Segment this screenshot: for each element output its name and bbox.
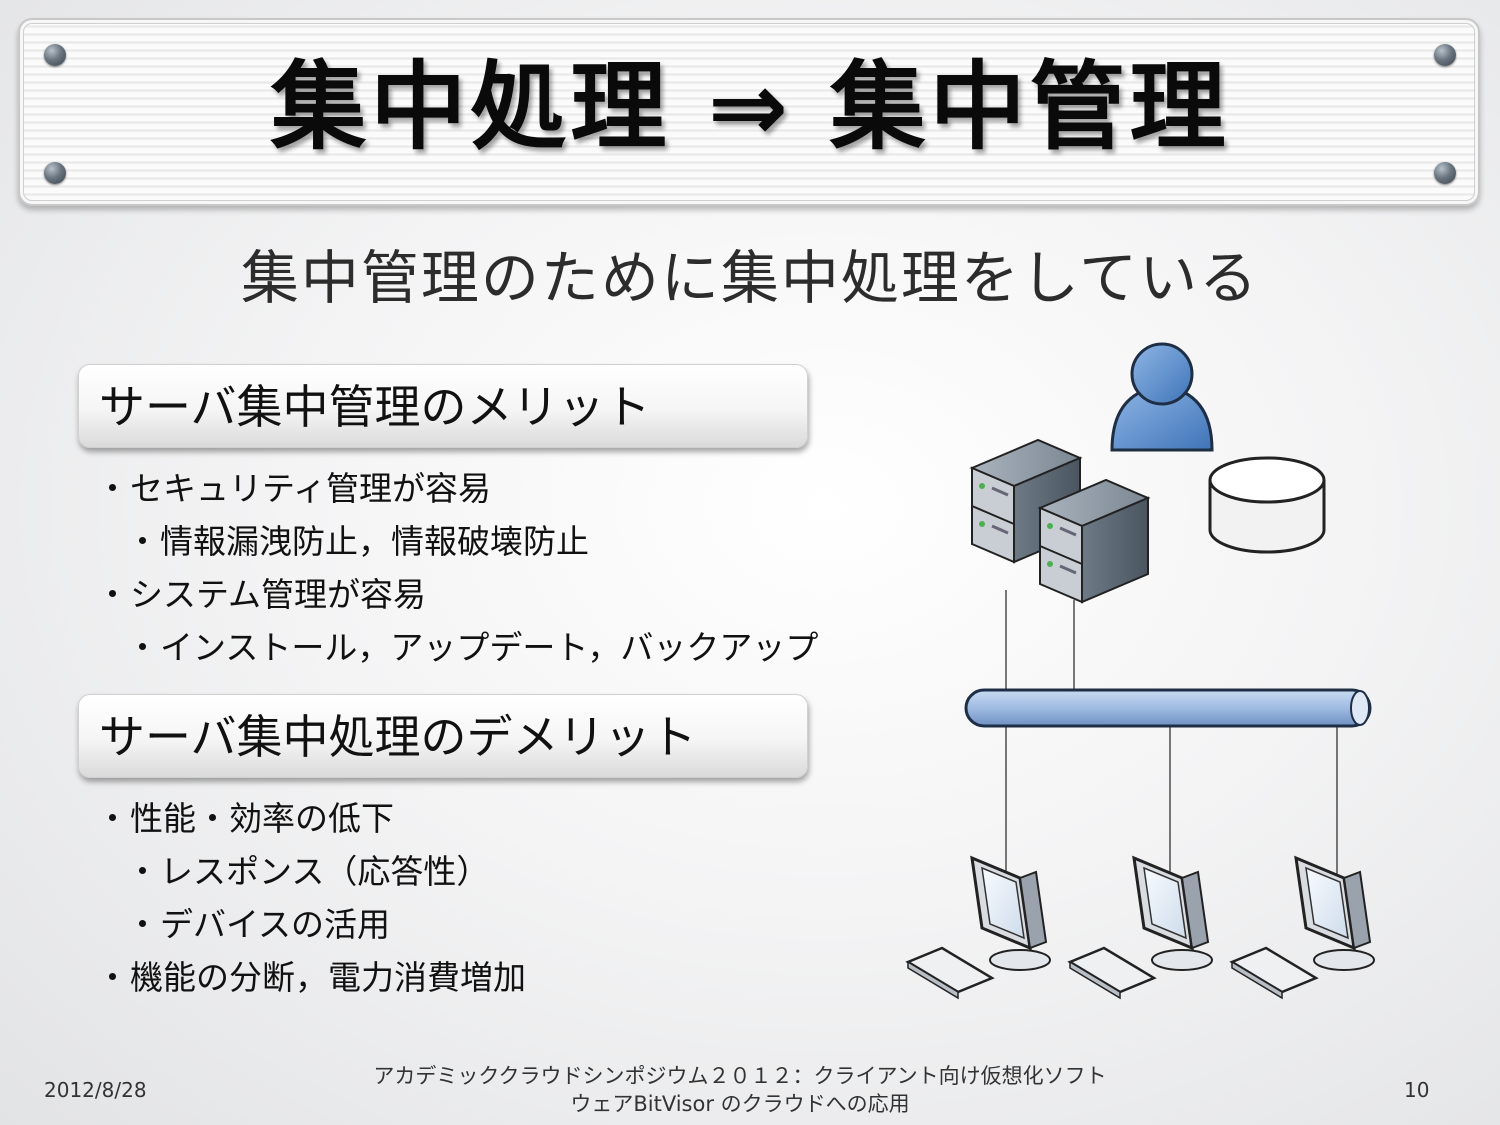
bullet-text: セキュリティ管理が容易: [130, 469, 492, 508]
demerits-heading-box: サーバ集中処理のデメリット: [78, 694, 808, 778]
merits-heading-box: サーバ集中管理のメリット: [78, 364, 808, 448]
client-workstation-1: [905, 855, 1051, 1000]
bullet-text: 情報漏洩防止，情報破壊防止: [160, 522, 589, 561]
bullet-item: ・システム管理が容易: [96, 568, 818, 621]
client-workstation-2: [1067, 855, 1213, 1000]
bullet-item: ・インストール，アップデート，バックアップ: [96, 621, 818, 674]
bullet-dot: ・: [96, 575, 129, 614]
bullet-text: 機能の分断，電力消費増加: [130, 958, 526, 997]
client-workstation-3: [1229, 855, 1375, 1000]
bullet-item: ・セキュリティ管理が容易: [96, 462, 818, 515]
bullet-text: デバイスの活用: [160, 905, 391, 944]
connection-lines: [1005, 590, 1338, 890]
page-number: 10: [1404, 1078, 1430, 1102]
bullet-dot: ・: [126, 522, 159, 561]
user-icon: [1110, 342, 1214, 452]
bullet-dot: ・: [126, 905, 159, 944]
title-bar: [18, 18, 1480, 206]
slide-subtitle: 集中管理のために集中処理をしている: [240, 244, 1260, 312]
footer-title-line2: ウェアBitVisor のクラウドへの応用: [570, 1092, 910, 1116]
rivet-top-right: [1434, 44, 1456, 66]
monitor-icon: [970, 855, 1051, 971]
rivet-bottom-left: [44, 162, 66, 184]
network-diagram: [905, 342, 1375, 1000]
bullet-dot: ・: [126, 852, 159, 891]
demerits-list: ・性能・効率の低下・レスポンス（応答性）・デバイスの活用・機能の分断，電力消費増…: [96, 792, 526, 1004]
bullet-text: 性能・効率の低下: [130, 799, 394, 838]
demerits-heading: サーバ集中処理のデメリット: [99, 710, 697, 764]
bullet-item: ・機能の分断，電力消費増加: [96, 951, 526, 1004]
merits-heading: サーバ集中管理のメリット: [99, 380, 651, 434]
bullet-item: ・レスポンス（応答性）: [96, 845, 526, 898]
footer-title-line1: アカデミッククラウドシンポジウム２０１２：クライアント向け仮想化ソフト: [373, 1064, 1107, 1088]
bullet-dot: ・: [126, 628, 159, 667]
keyboard-icon: [905, 946, 995, 1000]
network-bus-icon: [964, 688, 1372, 728]
keyboard-icon: [1067, 946, 1157, 1000]
bullet-dot: ・: [96, 799, 129, 838]
footer-date: 2012/8/28: [44, 1078, 147, 1102]
bullet-item: ・情報漏洩防止，情報破壊防止: [96, 515, 818, 568]
server-icon: [969, 438, 1151, 604]
monitor-icon: [1132, 855, 1213, 971]
bullet-dot: ・: [96, 958, 129, 997]
server-rack-2: [1037, 478, 1151, 604]
keyboard-icon: [1229, 946, 1319, 1000]
bullet-text: システム管理が容易: [130, 575, 427, 614]
bullet-item: ・デバイスの活用: [96, 898, 526, 951]
merits-list: ・セキュリティ管理が容易・情報漏洩防止，情報破壊防止・システム管理が容易・インス…: [96, 462, 818, 674]
monitor-icon: [1294, 855, 1375, 971]
rivet-bottom-right: [1434, 162, 1456, 184]
bullet-text: レスポンス（応答性）: [160, 852, 490, 891]
bullet-item: ・性能・効率の低下: [96, 792, 526, 845]
bullet-text: インストール，アップデート，バックアップ: [160, 628, 819, 667]
database-icon: [1208, 456, 1326, 554]
rivet-top-left: [44, 44, 66, 66]
footer-title: アカデミッククラウドシンポジウム２０１２：クライアント向け仮想化ソフト ウェアB…: [370, 1062, 1110, 1118]
bullet-dot: ・: [96, 469, 129, 508]
slide-title: 集中処理 ⇒ 集中管理: [270, 51, 1230, 163]
